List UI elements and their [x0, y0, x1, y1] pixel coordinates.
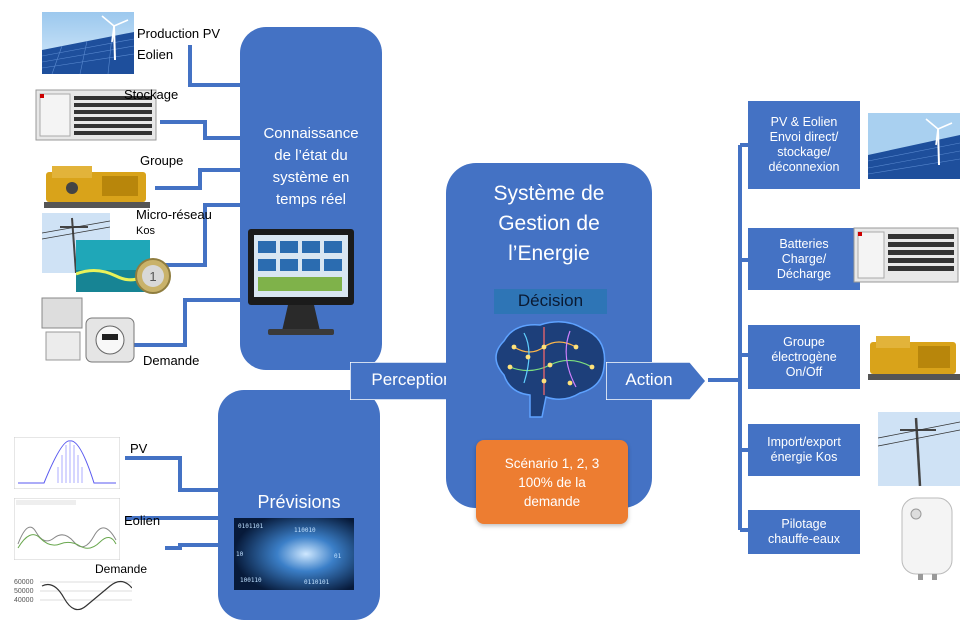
decision-box: Décision: [494, 289, 607, 314]
ems-title: Système de Gestion de l’Energie: [446, 179, 652, 269]
eolien-label: Eolien: [137, 47, 174, 62]
action-label: Action: [625, 370, 673, 389]
euro-coin-image: 1: [134, 256, 172, 296]
action-3-line-3: On/Off: [785, 364, 823, 379]
demande-label: Demande: [143, 353, 200, 368]
knowledge-line-1: Connaissance: [263, 125, 359, 142]
brain-icon: [484, 317, 614, 421]
stockage-label: Stockage: [124, 87, 179, 102]
generator-image: [42, 162, 154, 212]
perception-label: Perception: [371, 370, 453, 389]
action-4-line-1: Import/export: [767, 435, 841, 449]
svg-text:100110: 100110: [240, 577, 262, 584]
ems-title-line-2: Gestion de: [498, 212, 600, 235]
svg-text:0101101: 0101101: [238, 523, 264, 530]
ems-title-line-3: l’Energie: [508, 242, 590, 265]
action-1-line-3: stockage/: [777, 145, 831, 159]
connector-pv: [188, 45, 262, 87]
action-2-line-1: Batteries: [779, 236, 829, 251]
solar-wind-image: [42, 12, 134, 74]
svg-text:01: 01: [334, 553, 342, 560]
forecast-eolien-label: Eolien: [124, 513, 161, 528]
forecast-panel: Prévisions 0101101 110010 100110 0110101 1…: [218, 390, 380, 620]
action-batteries: Batteries Charge/ Décharge: [748, 228, 860, 290]
action-2-line-3: Décharge: [776, 266, 832, 281]
water-heater-image: [896, 492, 958, 580]
action-pilotage: Pilotage chauffe-eaux: [748, 510, 860, 554]
demand-tick-3: 40000: [14, 597, 34, 604]
ems-panel: Système de Gestion de l’Energie Décision: [446, 163, 652, 524]
demand-tick-2: 50000: [14, 588, 34, 595]
pv-forecast-chart: [14, 437, 120, 489]
micro-reseau-label: Micro-réseau: [136, 207, 212, 222]
connector-groupe: [155, 168, 262, 190]
action-2-line-2: Charge/: [781, 251, 827, 266]
knowledge-line-3: système en: [272, 169, 350, 186]
action-4-line-2: énergie Kos: [770, 450, 838, 464]
connector-stockage: [160, 120, 262, 140]
action-3-line-1: Groupe: [783, 334, 825, 349]
connector-demande: [125, 298, 262, 347]
action-1-line-2: Envoi direct/: [769, 130, 839, 144]
svg-text:1: 1: [149, 269, 156, 284]
kos-label: Kos: [136, 225, 155, 237]
connector-micro-reseau: [165, 203, 262, 267]
monitor-icon: [244, 223, 360, 343]
action-arrow: Action: [606, 362, 706, 400]
action-groupe: Groupe électrogène On/Off: [748, 325, 860, 389]
action-1-line-4: déconnexion: [768, 160, 840, 174]
forecast-pv-label: PV: [130, 441, 148, 456]
wind-forecast-chart: [14, 498, 120, 560]
forecast-demande-label: Demande: [95, 562, 148, 576]
action-5-line-1: Pilotage: [781, 517, 827, 531]
production-pv-label: Production PV: [137, 26, 221, 41]
storage-image: [34, 86, 162, 148]
svg-text:10: 10: [236, 551, 244, 558]
decision-label: Décision: [517, 291, 584, 310]
action-5-line-2: chauffe-eaux: [767, 532, 841, 546]
svg-text:110010: 110010: [294, 527, 316, 534]
action-generator-image: [866, 330, 962, 384]
forecast-title: Prévisions: [257, 492, 341, 512]
knowledge-line-4: temps réel: [275, 191, 347, 208]
action-pv-eolien: PV & Eolien Envoi direct/ stockage/ déco…: [748, 101, 860, 189]
knowledge-panel-text: Connaissance de l’état du système en tem…: [240, 123, 382, 211]
action-solar-wind-image: [868, 113, 960, 179]
groupe-label: Groupe: [140, 153, 184, 168]
action-1-line-1: PV & Eolien: [770, 115, 838, 129]
scenario-line-1: Scénario 1, 2, 3: [504, 456, 600, 471]
connector-forecast-pv: [125, 456, 232, 492]
action-power-line-image: [878, 412, 960, 486]
svg-text:0110101: 0110101: [304, 579, 330, 586]
scenario-line-3: demande: [523, 494, 581, 509]
knowledge-panel: Connaissance de l’état du système en tem…: [240, 27, 382, 370]
scenario-text: Scénario 1, 2, 3 100% de la demande: [476, 454, 628, 511]
action-3-line-2: électrogène: [771, 349, 837, 364]
ems-title-line-1: Système de: [493, 182, 605, 205]
action-storage-image: [852, 222, 960, 292]
knowledge-line-2: de l’état du: [274, 147, 348, 164]
meter-image: [40, 294, 136, 366]
scenario-box: Scénario 1, 2, 3 100% de la demande: [476, 440, 628, 524]
demand-tick-1: 60000: [14, 579, 34, 586]
action-import-export: Import/export énergie Kos: [748, 424, 860, 476]
scenario-line-2: 100% de la: [518, 475, 586, 490]
data-stream-icon: 0101101 110010 100110 0110101 10 01: [234, 518, 354, 590]
demand-forecast-chart: 60000 50000 40000: [14, 576, 132, 613]
connector-forecast-demande: [165, 543, 232, 550]
